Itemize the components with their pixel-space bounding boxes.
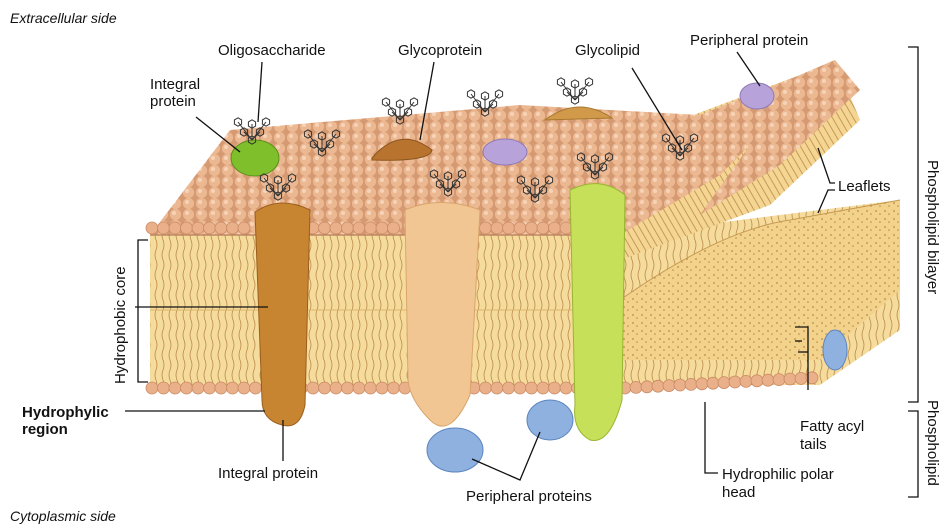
peripheral-protein-label: Peripheral protein	[690, 32, 808, 49]
fatty-acyl-tails-label-1: Fatty acyl	[800, 418, 864, 435]
peripheral-proteins-label: Peripheral proteins	[466, 488, 592, 505]
peripheral-protein-purple-top	[740, 83, 774, 109]
hydrophylic-region-label-2: region	[22, 421, 68, 438]
integral-protein-bottom-label: Integral protein	[218, 465, 318, 482]
glycolipid-label: Glycolipid	[575, 42, 640, 59]
cytoplasmic-side-label: Cytoplasmic side	[10, 508, 116, 525]
glycoprotein-label: Glycoprotein	[398, 42, 482, 59]
integral-protein-green	[570, 184, 625, 441]
top-head-row	[146, 222, 572, 234]
integral-protein-top-label-2: protein	[150, 93, 196, 110]
phospholipid-label: Phospholipid	[924, 400, 941, 486]
hydrophilic-polar-head-label-1: Hydrophilic polar	[722, 466, 834, 483]
peripheral-protein-blue-left	[427, 428, 483, 472]
peripheral-protein-purple-mid	[483, 139, 527, 165]
hydrophilic-polar-head-label-2: head	[722, 484, 755, 501]
fatty-acyl-tails-label-2: tails	[800, 436, 827, 453]
integral-protein-brown	[255, 203, 310, 426]
leaflets-label: Leaflets	[838, 178, 891, 195]
peripheral-protein-blue-edge	[823, 330, 847, 370]
oligosaccharide-label: Oligosaccharide	[218, 42, 326, 59]
integral-protein-top-green	[231, 140, 279, 176]
extracellular-side-label: Extracellular side	[10, 10, 117, 27]
hydrophobic-core-label: Hydrophobic core	[112, 266, 129, 384]
integral-protein-peach	[405, 203, 480, 427]
peripheral-protein-blue-right	[527, 400, 573, 440]
hydrophylic-region-label-1: Hydrophylic	[22, 404, 109, 421]
phospholipid-bilayer-label: Phospholipid bilayer	[924, 160, 941, 294]
integral-protein-top-label-1: Integral	[150, 76, 200, 93]
